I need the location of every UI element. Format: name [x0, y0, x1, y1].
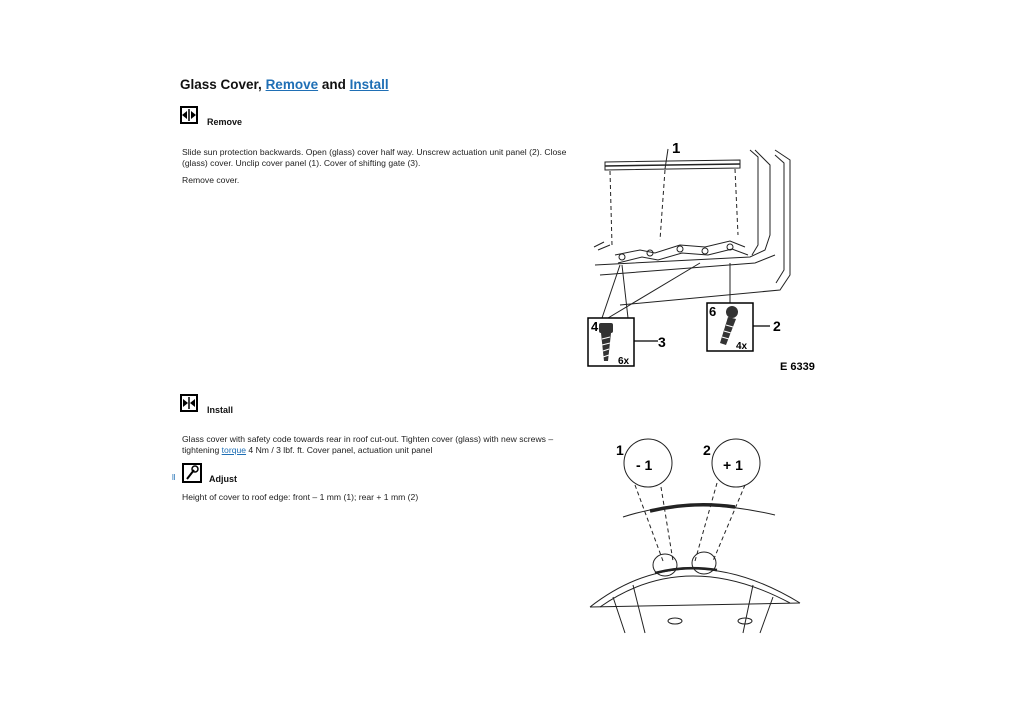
figure-code: E 6339 — [780, 361, 815, 373]
adjust-instructions: Height of cover to roof edge: front – 1 … — [182, 492, 419, 502]
callout-4: 4 — [591, 319, 599, 334]
title-prefix: Glass Cover, — [180, 77, 266, 92]
front-value: - 1 — [636, 457, 653, 473]
glass-cover-diagram: 1 4 3 6x 6 2 4x E 6339 — [587, 140, 815, 373]
remove-heading: Remove — [207, 117, 243, 127]
adjust-marker: ll — [172, 473, 176, 482]
install-link[interactable]: Install — [349, 77, 389, 92]
title-and: and — [318, 77, 350, 92]
qty-left: 6x — [618, 356, 630, 367]
remove-cover-text: Remove cover. — [182, 175, 240, 185]
page-title: Glass Cover, Remove and Install — [180, 77, 389, 92]
install-instructions: Glass cover with safety code towards rea… — [182, 434, 574, 455]
remove-instructions: Slide sun protection backwards. Open (gl… — [182, 147, 567, 168]
callout-2: 2 — [703, 442, 711, 458]
qty-right: 4x — [736, 341, 748, 352]
callout-1: 1 — [616, 442, 624, 458]
adjust-heading: Adjust — [209, 474, 237, 484]
callout-3: 3 — [658, 334, 666, 350]
install-text-after: 4 Nm / 3 lbf. ft. Cover panel, actuation… — [246, 444, 433, 455]
install-heading: Install — [207, 405, 234, 415]
torque-link[interactable]: torque — [221, 444, 247, 455]
callout-6: 6 — [709, 304, 716, 319]
adjust-wrench-icon — [182, 463, 202, 483]
install-arrows-icon — [180, 394, 198, 412]
install-text-before: Glass cover with safety code towards rea… — [182, 434, 554, 455]
remove-link[interactable]: Remove — [265, 77, 319, 92]
callout-1: 1 — [672, 140, 680, 157]
rear-value: + 1 — [723, 457, 743, 473]
adjust-diagram: 1 2 - 1 + 1 — [589, 438, 801, 634]
remove-arrows-icon — [180, 106, 198, 124]
callout-2: 2 — [773, 318, 781, 334]
